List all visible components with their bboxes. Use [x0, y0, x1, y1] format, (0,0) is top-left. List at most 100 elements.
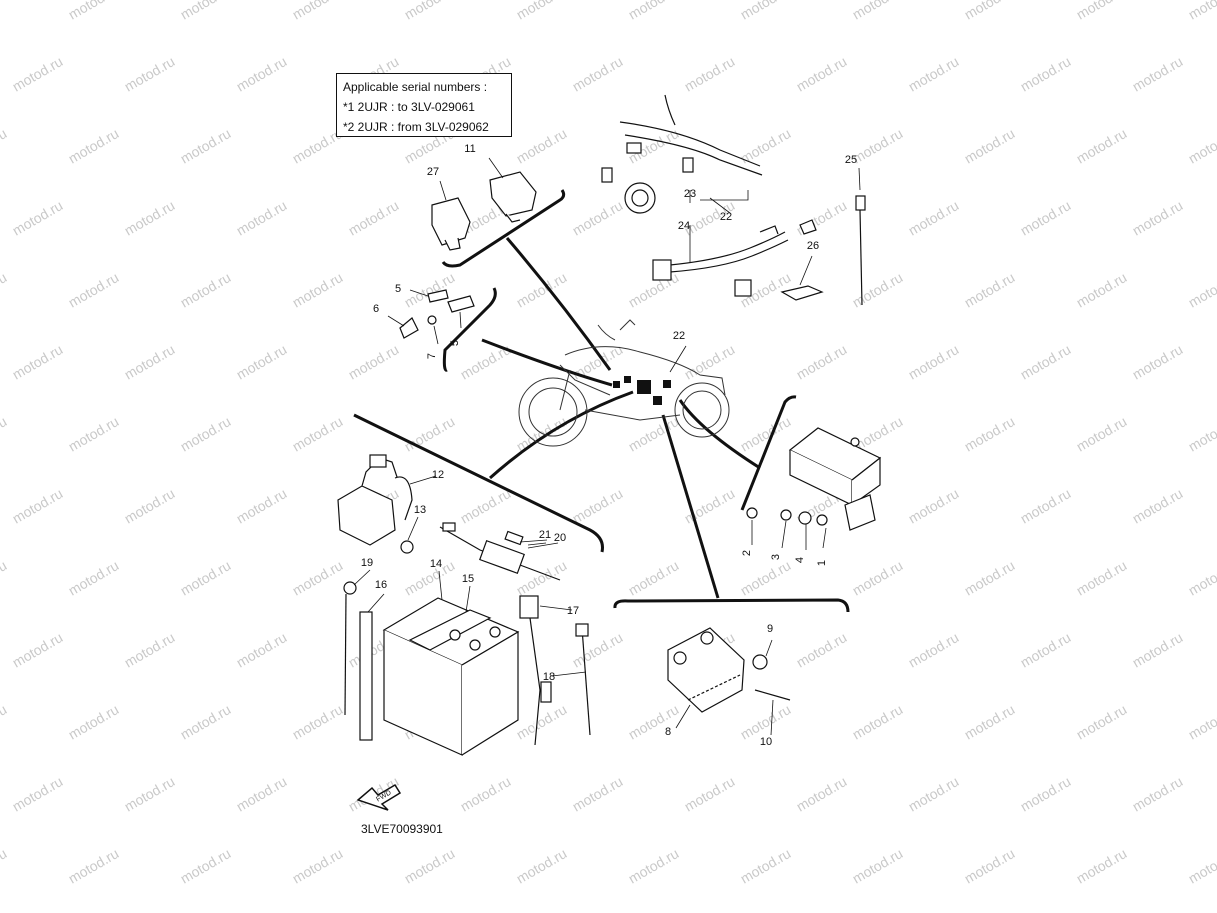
- label-leader-line: [488, 157, 504, 179]
- watermark-text: motod.ru: [178, 125, 234, 166]
- watermark-text: motod.ru: [1186, 269, 1217, 310]
- part-number-label: 2: [741, 550, 753, 556]
- clamp-26: [780, 285, 824, 301]
- watermark-text: motod.ru: [290, 0, 346, 23]
- starter-relay-12: [337, 454, 414, 554]
- watermark-text: motod.ru: [1186, 701, 1217, 742]
- watermark-text: motod.ru: [1186, 845, 1217, 886]
- part-number-label: 1: [816, 560, 828, 566]
- watermark-text: motod.ru: [850, 125, 906, 166]
- label-leader-line: [438, 570, 443, 601]
- label-leader-line: [409, 475, 437, 485]
- watermark-text: motod.ru: [1018, 773, 1074, 814]
- label-leader-line: [439, 180, 447, 201]
- watermark-text: motod.ru: [10, 629, 66, 670]
- watermark-text: motod.ru: [234, 341, 290, 382]
- part-number-label: 24: [678, 220, 690, 232]
- watermark-text: motod.ru: [1018, 629, 1074, 670]
- label-leader-line: [669, 345, 687, 373]
- part-number-label: 8: [665, 726, 671, 738]
- watermark-text: motod.ru: [10, 341, 66, 382]
- watermark-text: motod.ru: [1018, 341, 1074, 382]
- label-leader-line: [675, 704, 691, 729]
- part-number-label: 19: [361, 557, 373, 569]
- watermark-text: motod.ru: [1130, 53, 1186, 94]
- motorcycle-outline: [518, 319, 730, 447]
- label-leader-line: [858, 167, 861, 191]
- serial-title: Applicable serial numbers :: [343, 80, 488, 94]
- watermark-text: motod.ru: [402, 845, 458, 886]
- part-number-label: 15: [462, 573, 474, 585]
- part-number-label: 11: [464, 143, 475, 155]
- watermark-text: motod.ru: [1130, 773, 1186, 814]
- label-leader-line: [709, 197, 731, 214]
- watermark-text: motod.ru: [906, 629, 962, 670]
- watermark-text: motod.ru: [290, 701, 346, 742]
- watermark-text: motod.ru: [682, 773, 738, 814]
- watermark-text: motod.ru: [290, 557, 346, 598]
- watermark-text: motod.ru: [794, 197, 850, 238]
- watermark-text: motod.ru: [402, 0, 458, 23]
- watermark-text: motod.ru: [0, 413, 9, 454]
- watermark-text: motod.ru: [1018, 197, 1074, 238]
- watermark-text: motod.ru: [794, 773, 850, 814]
- watermark-text: motod.ru: [66, 413, 122, 454]
- bike-locators: [613, 376, 671, 405]
- watermark-text: motod.ru: [1186, 0, 1217, 23]
- watermark-text: motod.ru: [962, 845, 1018, 886]
- battery-14: [382, 597, 520, 756]
- wire-harness-22: [601, 94, 763, 214]
- watermark-text: motod.ru: [962, 701, 1018, 742]
- watermark-text: motod.ru: [0, 269, 9, 310]
- watermark-text: motod.ru: [234, 485, 290, 526]
- watermark-text: motod.ru: [626, 701, 682, 742]
- watermark-text: motod.ru: [234, 773, 290, 814]
- serial-note-1: *1 2UJR : to 3LV-029061: [343, 100, 475, 114]
- watermark-text: motod.ru: [570, 197, 626, 238]
- section-brackets: [353, 189, 850, 613]
- watermark-text: motod.ru: [626, 845, 682, 886]
- label-leader-line: [409, 289, 429, 297]
- watermark-text: motod.ru: [1018, 53, 1074, 94]
- part-number-label: 22: [720, 211, 732, 223]
- serial-note-2: *2 2UJR : from 3LV-029062: [343, 120, 489, 134]
- watermark-text: motod.ru: [234, 629, 290, 670]
- part-number-label: 6: [373, 303, 379, 315]
- watermark-text: motod.ru: [962, 125, 1018, 166]
- label-leader-line: [407, 516, 419, 541]
- watermark-text: motod.ru: [0, 701, 9, 742]
- watermark-text: motod.ru: [570, 53, 626, 94]
- part-number-label: 13: [414, 504, 426, 516]
- label-leader-line: [433, 325, 439, 345]
- watermark-text: motod.ru: [0, 0, 9, 23]
- part-number-label: 21: [539, 529, 551, 541]
- watermark-text: motod.ru: [906, 53, 962, 94]
- watermark-text: motod.ru: [178, 701, 234, 742]
- label-leader-line: [781, 520, 787, 549]
- group-bracket-line: [527, 542, 547, 546]
- watermark-text: motod.ru: [0, 845, 9, 886]
- watermark-text: motod.ru: [514, 413, 570, 454]
- part-number-label: 18: [543, 671, 555, 683]
- watermark-text: motod.ru: [10, 197, 66, 238]
- watermark-text: motod.ru: [738, 557, 794, 598]
- watermark-text: motod.ru: [66, 0, 122, 23]
- watermark-text: motod.ru: [626, 0, 682, 23]
- watermark-text: motod.ru: [122, 629, 178, 670]
- watermark-text: motod.ru: [66, 557, 122, 598]
- watermark-text: motod.ru: [514, 701, 570, 742]
- watermark-text: motod.ru: [570, 773, 626, 814]
- watermark-text: motod.ru: [570, 485, 626, 526]
- part-number-label: 5: [449, 340, 461, 346]
- label-leader-line: [527, 542, 559, 549]
- watermark-text: motod.ru: [906, 197, 962, 238]
- cdi-unit-1: [746, 427, 882, 531]
- part-number-label: 16: [375, 579, 387, 591]
- part-number-label: 10: [760, 736, 772, 748]
- watermark-text: motod.ru: [178, 269, 234, 310]
- watermark-text: motod.ru: [346, 197, 402, 238]
- watermark-text: motod.ru: [962, 269, 1018, 310]
- watermark-text: motod.ru: [66, 125, 122, 166]
